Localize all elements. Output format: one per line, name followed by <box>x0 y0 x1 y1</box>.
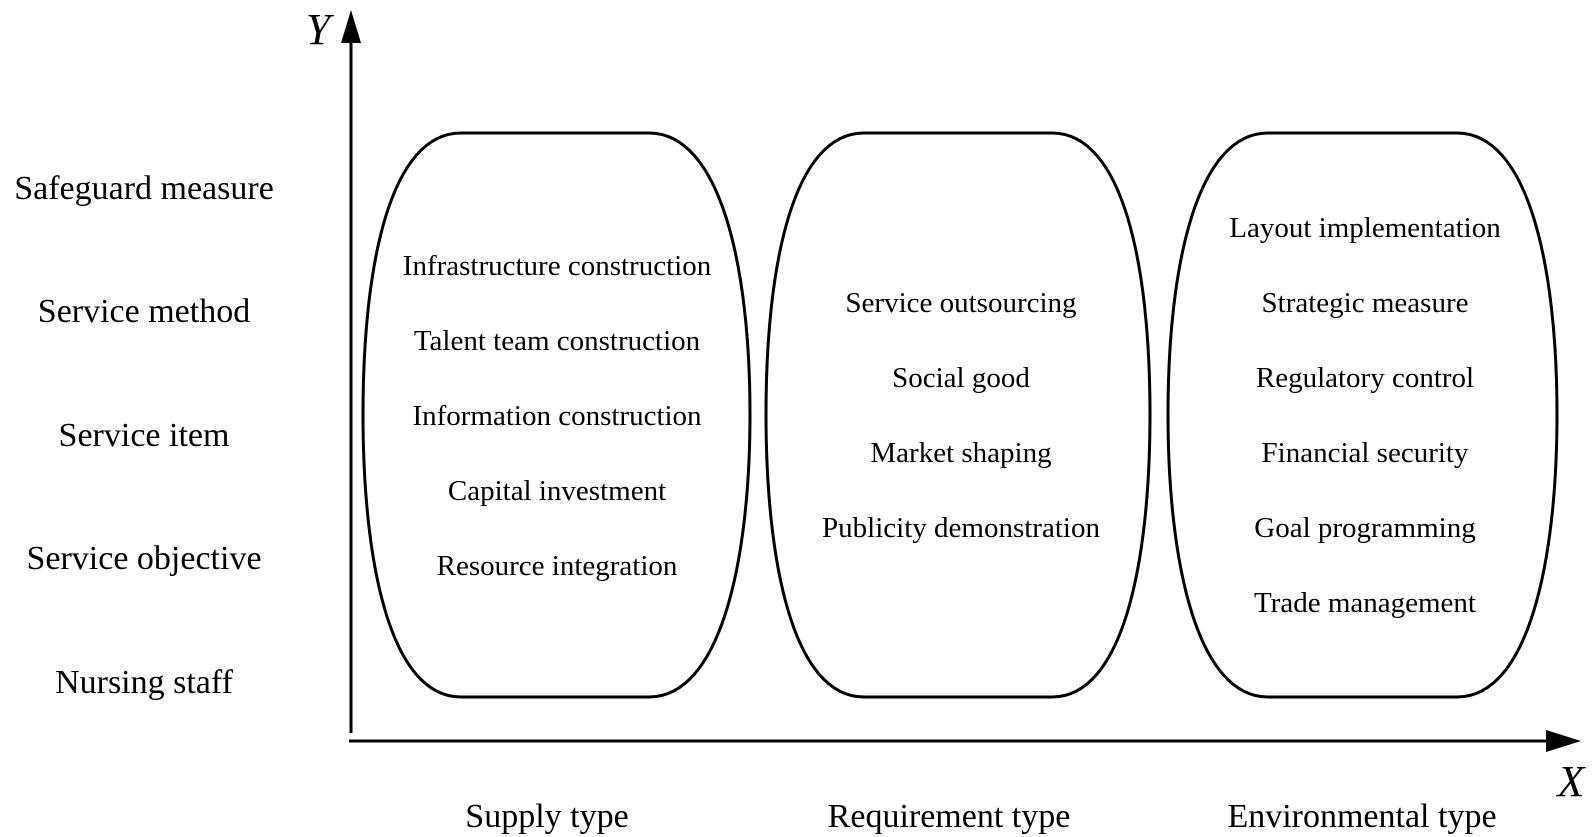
y-label-safeguard-measure: Safeguard measure <box>14 170 274 207</box>
requirement-type-capsule <box>764 131 1152 699</box>
requirement-item: Service outsourcing <box>845 287 1076 319</box>
x-label-environmental-type: Environmental type <box>1227 798 1496 835</box>
environmental-item: Layout implementation <box>1229 212 1501 244</box>
supply-item: Talent team construction <box>414 325 701 357</box>
environmental-item: Strategic measure <box>1262 287 1469 319</box>
environmental-item: Goal programming <box>1254 512 1475 544</box>
requirement-item: Social good <box>892 362 1030 394</box>
supply-type-capsule <box>361 131 752 699</box>
supply-item: Capital investment <box>448 475 666 507</box>
x-axis-arrowhead <box>1546 730 1581 752</box>
requirement-item: Market shaping <box>870 437 1051 469</box>
environmental-item: Financial security <box>1262 437 1469 469</box>
x-label-requirement-type: Requirement type <box>828 798 1071 835</box>
supply-item: Resource integration <box>437 550 678 582</box>
y-label-service-objective: Service objective <box>26 540 261 577</box>
environmental-type-capsule <box>1166 131 1559 699</box>
y-label-service-item: Service item <box>59 417 230 454</box>
x-axis-name: X <box>1556 757 1587 806</box>
environmental-item: Regulatory control <box>1256 362 1474 394</box>
x-label-supply-type: Supply type <box>465 798 628 835</box>
supply-item: Infrastructure construction <box>403 250 712 282</box>
y-axis-name: Y <box>306 5 335 54</box>
environmental-item: Trade management <box>1254 587 1476 619</box>
requirement-item: Publicity demonstration <box>822 512 1100 544</box>
y-label-nursing-staff: Nursing staff <box>55 664 234 701</box>
y-label-service-method: Service method <box>38 293 250 330</box>
y-axis-arrowhead <box>341 10 361 43</box>
supply-item: Information construction <box>412 400 702 432</box>
